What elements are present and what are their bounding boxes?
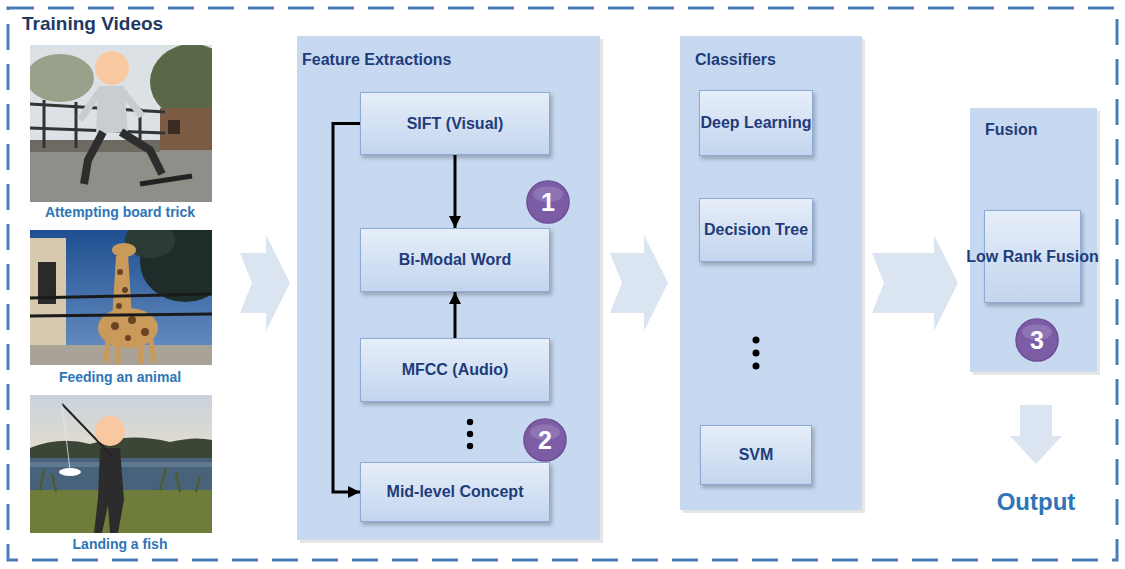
photo-board-trick [30,45,212,202]
process-box: MFCC (Audio) [360,338,550,402]
label-holder: Feeding an animal [20,369,220,386]
box-label: MFCC (Audio) [402,360,509,379]
connector-arrow [333,124,360,493]
dashed-frame [8,8,1117,560]
panel: FusionLow Rank Fusion 3 [970,108,1097,372]
callout-disc [1016,319,1058,361]
process-box: SVM [700,425,812,485]
label-holder: Output [975,488,1097,517]
video-caption: Attempting board trick [20,204,220,221]
label-holder: Training Videos [22,13,242,36]
label-holder: Landing a fish [20,536,220,553]
box-label: Bi-Modal Word [399,250,512,269]
panel-title: Classifiers [695,50,858,69]
flow-chevron [610,235,668,331]
panel-layer [297,36,1100,543]
video-caption: Landing a fish [20,536,220,553]
panel-ground [297,36,600,540]
process-box: SIFT (Visual) [360,92,550,155]
box-label: Low Rank Fusion [966,247,1098,266]
callout-number-text: 2 [538,428,552,453]
connector-arrow [454,155,457,228]
photo-feeding-animal [30,230,212,365]
panel-title: Feature Extractions [302,50,596,69]
process-box: Mid-level Concept [360,462,550,522]
callout-disc [524,419,566,461]
process-box: Deep Learning [699,90,813,156]
box-label: Deep Learning [700,113,811,132]
process-box: Low Rank Fusion [984,210,1081,303]
ellipsis-dots [467,419,473,449]
callout-number: 2 [523,418,567,462]
process-box: Decision Tree [699,198,813,262]
label-holder: Attempting board trick [20,204,220,221]
panel-title: Fusion [985,120,1093,139]
box-label: Decision Tree [704,220,808,239]
video-caption: Feeding an animal [20,369,220,386]
output-label: Output [975,488,1097,517]
callout-number-text: 3 [1030,328,1044,353]
ellipsis-dots [753,337,760,370]
box-label: Mid-level Concept [387,482,524,501]
output-arrow [1010,405,1062,464]
connector-arrow [454,292,457,338]
section-heading: Training Videos [22,13,242,36]
panel: Feature ExtractionsSIFT (Visual) 1Bi-Moda… [297,36,600,540]
callout-number: 3 [1015,318,1059,362]
callout-number-text: 1 [541,190,555,215]
flow-chevron [872,235,958,331]
panel-ground [680,36,862,510]
box-label: SIFT (Visual) [407,114,504,133]
flow-chevron [240,235,290,331]
panel: ClassifiersDeep LearningDecision TreeSVM [680,36,862,510]
callout-number: 1 [526,180,570,224]
photo-landing-fish [30,395,212,533]
panel-ground [970,108,1097,372]
process-box: Bi-Modal Word [360,228,550,292]
callout-disc [527,181,569,223]
box-label: SVM [739,445,774,464]
